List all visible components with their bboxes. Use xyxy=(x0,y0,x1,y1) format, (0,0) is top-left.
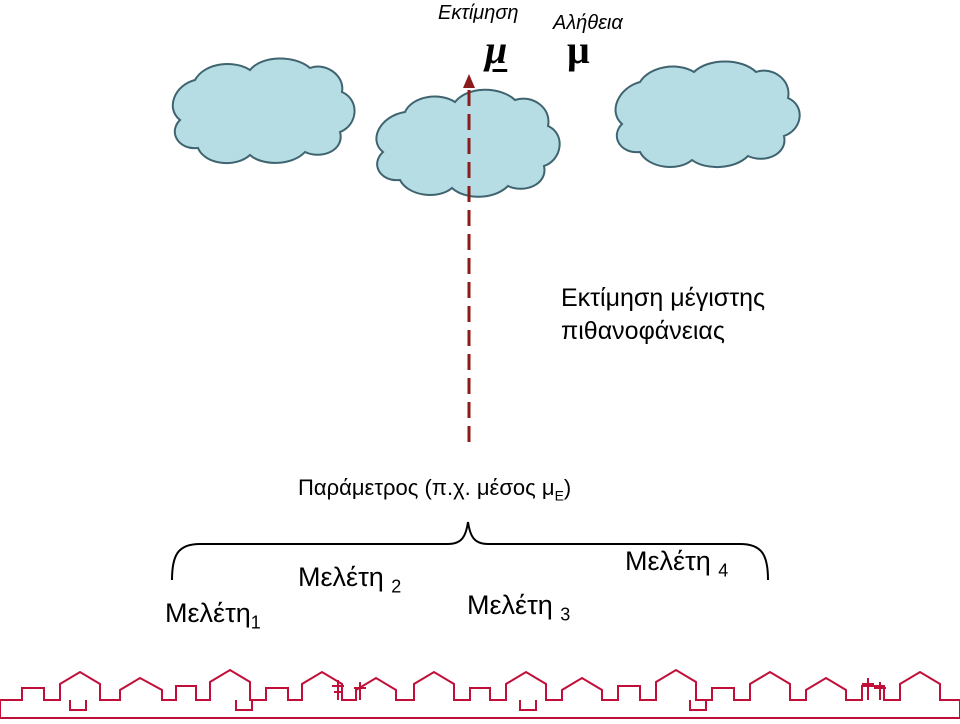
mle-label-line1: Εκτίμηση μέγιστης xyxy=(561,284,766,312)
parameter-label-suffix: ) xyxy=(563,475,572,500)
estimate-arrow xyxy=(463,74,475,442)
mu-true-symbol: μ xyxy=(567,27,590,72)
study-1-sub: 1 xyxy=(250,612,261,633)
study-2-text: Μελέτη xyxy=(298,562,392,592)
study-4-text: Μελέτη xyxy=(625,546,719,576)
study-1-text: Μελέτη xyxy=(165,598,251,628)
study-3-sub: 3 xyxy=(560,604,571,625)
study-4-sub: 4 xyxy=(718,560,729,581)
study-2-label: Μελέτη 2 xyxy=(298,562,401,597)
cloud-right xyxy=(614,60,801,169)
study-1-label: Μελέτη1 xyxy=(165,598,261,633)
skyline-border xyxy=(0,668,960,719)
cloud-left xyxy=(171,57,356,165)
estimate-label: Εκτίμηση xyxy=(438,2,519,24)
truth-label: Αλήθεια xyxy=(553,12,623,34)
mle-label: Εκτίμηση μέγιστης πιθανοφάνειας xyxy=(561,282,765,348)
study-3-label: Μελέτη 3 xyxy=(467,590,570,625)
study-2-sub: 2 xyxy=(391,576,402,597)
mle-label-line2: πιθανοφάνειας xyxy=(561,317,725,345)
parameter-label-sub: E xyxy=(554,487,564,504)
studies-brace xyxy=(171,521,769,581)
parameter-label-prefix: Παράμετρος (π.χ. μέσος μ xyxy=(298,475,555,500)
study-4-label: Μελέτη 4 xyxy=(625,546,728,581)
study-3-text: Μελέτη xyxy=(467,590,561,620)
mu-estimate-symbol: μ xyxy=(485,27,508,72)
parameter-label: Παράμετρος (π.χ. μέσος μE) xyxy=(298,475,571,503)
